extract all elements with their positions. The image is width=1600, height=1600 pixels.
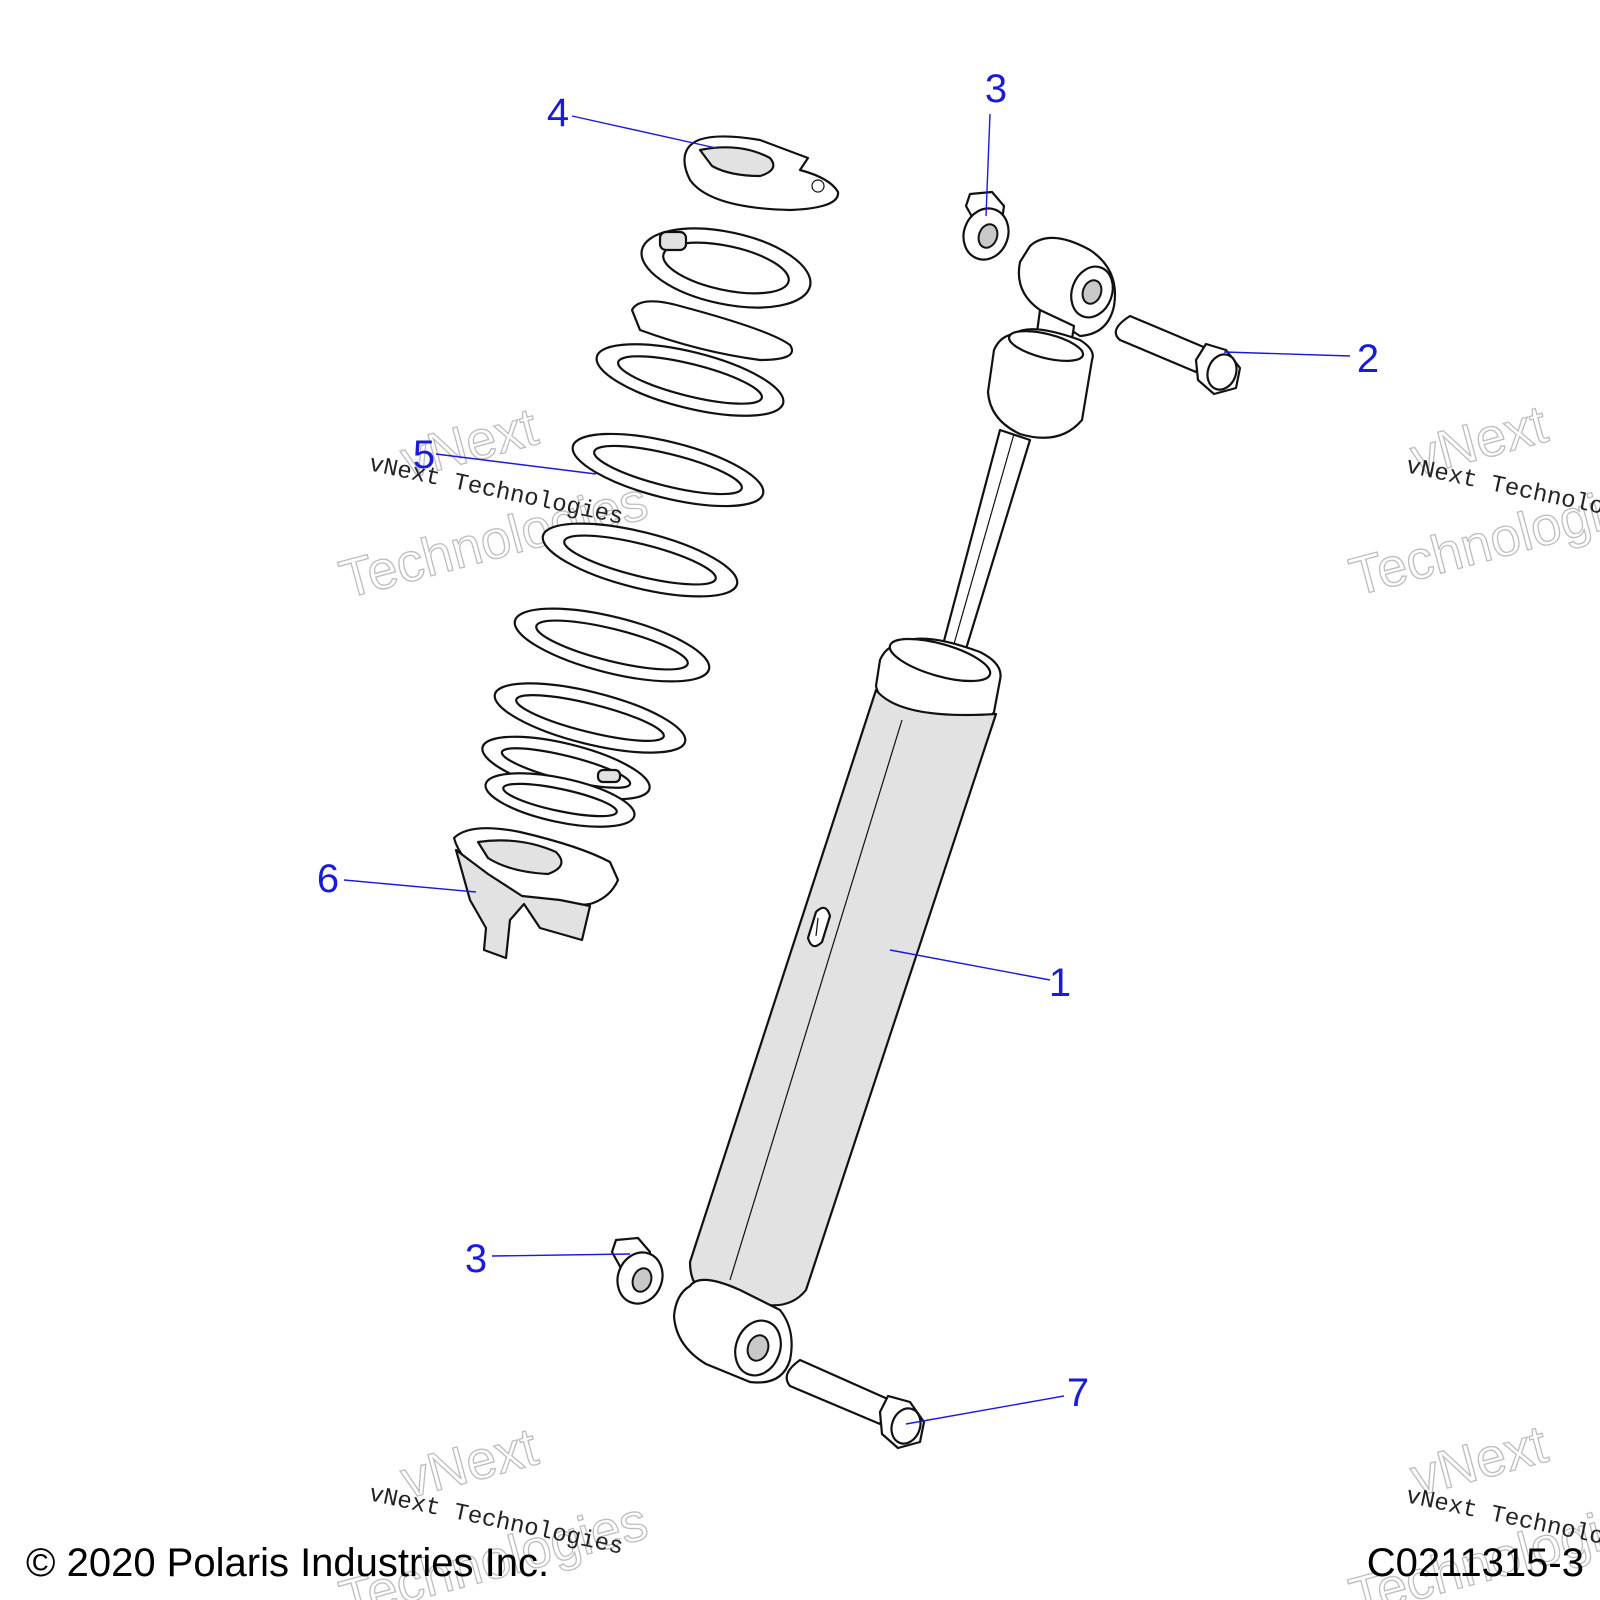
callout-4: 4 — [547, 91, 569, 135]
flange-nut-upper — [962, 190, 1010, 261]
callout-3-lower: 3 — [465, 1237, 487, 1281]
callout-1: 1 — [1049, 961, 1071, 1005]
bolt-upper — [1114, 314, 1242, 396]
copyright-notice: © 2020 Polaris Industries Inc. — [26, 1541, 550, 1585]
callout-3-upper: 3 — [985, 67, 1007, 111]
callout-7: 7 — [1067, 1371, 1089, 1415]
bolt-lower — [785, 1358, 926, 1450]
spring-retainer-lower — [452, 827, 620, 960]
callout-2: 2 — [1357, 337, 1379, 381]
callout-5: 5 — [413, 433, 435, 477]
leader-1 — [889, 949, 1051, 981]
leader-3-upper — [985, 113, 991, 217]
callout-6: 6 — [317, 857, 339, 901]
shock-absorber — [672, 236, 1116, 1384]
leader-2 — [1223, 351, 1351, 357]
leader-5 — [435, 453, 597, 475]
leader-4 — [571, 115, 717, 149]
flange-nut-lower — [610, 1236, 664, 1305]
coil-spring — [481, 227, 812, 828]
leader-7 — [905, 1395, 1065, 1425]
spring-retainer-upper — [683, 135, 840, 212]
leader-3-lower — [491, 1253, 631, 1257]
leader-6 — [343, 879, 477, 893]
drawing-number: C0211315-3 — [1366, 1541, 1584, 1585]
